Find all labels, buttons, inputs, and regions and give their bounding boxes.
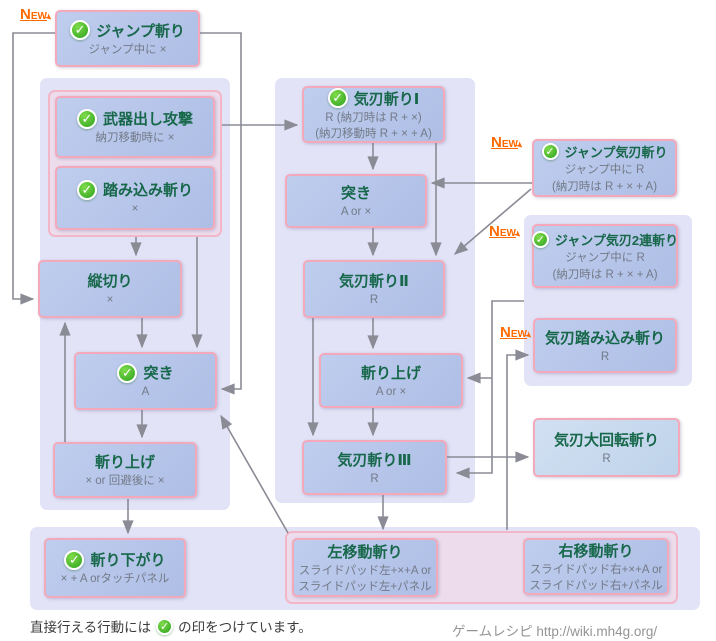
node-input: × or 回避後に × [85,475,165,488]
new-label: NEW [489,223,516,240]
node-rising-slash-mid: 斬り上げ A or × [319,353,463,408]
new-badge: NEW➤ [20,8,55,24]
node-title: 武器出し攻撃 [102,111,193,129]
node-title: 縦切り [87,273,133,291]
site-credit: ゲームレシピ http://wiki.mh4g.org/ [452,624,658,639]
node-title: ジャンプ気刃斬り [564,145,668,161]
node-title: 突き [143,365,174,383]
node-draw-attack: ✓ 武器出し攻撃 納刀移動時に × [55,96,215,158]
node-input-2: スライドパッド左+パネル [298,581,432,593]
node-title: 斬り上げ [360,364,421,382]
node-input: × + A orタッチパネル [60,573,170,586]
node-spirit-slash-3: 気刃斬りⅢ R [302,440,447,495]
node-title: 踏み込み斬り [102,182,193,200]
node-backstep-slash: ✓ 斬り下がり × + A orタッチパネル [44,538,186,598]
node-spirit-slash-1: ✓ 気刃斬りⅠ R (納刀時は R + ×) (納刀移動時 R + × + A) [302,86,445,143]
node-left-move-slash: 左移動斬り スライドパッド左+×+A or スライドパッド左+パネル [292,538,438,597]
node-title: 左移動斬り [327,543,403,561]
node-right-move-slash: 右移動斬り スライドパッド右+×+A or スライドパッド右+パネル [523,538,669,595]
check-icon: ✓ [64,549,85,570]
node-input: A or × [340,206,372,219]
node-title: 斬り下がり [90,552,166,570]
node-input: ジャンプ中に × [88,43,167,56]
node-jump-spirit-slash: ✓ ジャンプ気刃斬り ジャンプ中に R (納刀時は R + × + A) [532,139,677,197]
node-jump-spirit-double-slash: ✓ ジャンプ気刃2連斬り ジャンプ中に R (納刀時は R + × + A) [531,224,679,288]
flow-arrow [12,32,55,305]
node-input: A or × [375,385,407,398]
node-input: R [600,350,610,363]
legend-note-suffix: の印をつけています。 [178,620,312,635]
flow-arrow [453,188,532,255]
check-icon: ✓ [76,108,97,129]
new-badge: NEW➤ [500,326,535,342]
node-title: ジャンプ斬り [96,22,185,40]
flow-arrow [506,349,530,530]
check-icon: ✓ [117,362,138,383]
node-jump-slash: ✓ ジャンプ斬り ジャンプ中に × [55,10,200,67]
node-input: R [369,294,379,307]
node-input: A [141,386,150,399]
new-label: NEW [491,134,518,151]
legend-note: 直接行える行動には ✓ の印をつけています。 [30,616,312,636]
new-label: NEW [500,324,527,341]
new-label: NEW [20,6,47,23]
node-input: ジャンプ中に R [564,164,645,177]
node-input-2: (納刀時は R + × + A) [551,180,658,193]
node-vertical-slash: 縦切り × [38,260,182,318]
node-title: 気刃大回転斬り [553,431,659,449]
node-title: 右移動斬り [558,542,634,560]
flow-arrow [200,32,242,395]
new-badge: NEW➤ [491,136,526,152]
node-input-2: (納刀時は R + × + A) [552,268,658,281]
node-input: × [106,294,114,307]
node-title: 斬り上げ [94,454,155,472]
node-input: × [131,203,139,216]
node-spirit-step-slash: 気刃踏み込み斬り R [533,318,677,373]
check-icon: ✓ [156,617,174,635]
node-spirit-roundslash: 気刃大回転斬り R [533,418,680,477]
node-title: 気刃斬りⅠ [353,90,420,108]
node-spirit-slash-2: 気刃斬りⅡ R [303,260,445,318]
node-thrust-mid: 突き A or × [285,174,427,228]
node-rising-slash-left: 斬り上げ × or 回避後に × [53,442,197,498]
node-title: ジャンプ気刃2連斬り [554,233,679,249]
check-icon: ✓ [76,179,97,200]
check-icon: ✓ [327,88,348,109]
check-icon: ✓ [541,143,559,161]
node-input: R [602,452,611,465]
node-title: 気刃斬りⅢ [337,451,412,469]
node-input: スライドパッド右+×+A or [529,563,663,576]
node-input-2: スライドパッド右+パネル [529,580,663,592]
node-input: R [370,472,379,485]
check-icon: ✓ [70,20,91,41]
node-input: R (納刀時は R + ×) [325,111,422,124]
new-badge: NEW➤ [489,225,524,241]
legend-note-prefix: 直接行える行動には [30,620,152,635]
node-title: 気刃踏み込み斬り [544,329,665,347]
flow-arrow [455,300,524,479]
node-step-slash: ✓ 踏み込み斬り × [55,166,215,230]
node-input-2: (納刀移動時 R + × + A) [315,128,432,140]
flow-arrow [220,414,289,534]
node-title: 気刃斬りⅡ [339,273,409,291]
node-title: 突き [340,185,371,203]
node-thrust-left: ✓ 突き A [74,352,217,410]
check-icon: ✓ [531,231,549,249]
node-input: スライドパッド左+×+A or [298,564,432,577]
node-input: ジャンプ中に R [565,252,645,265]
node-input: 納刀移動時に × [95,132,175,145]
